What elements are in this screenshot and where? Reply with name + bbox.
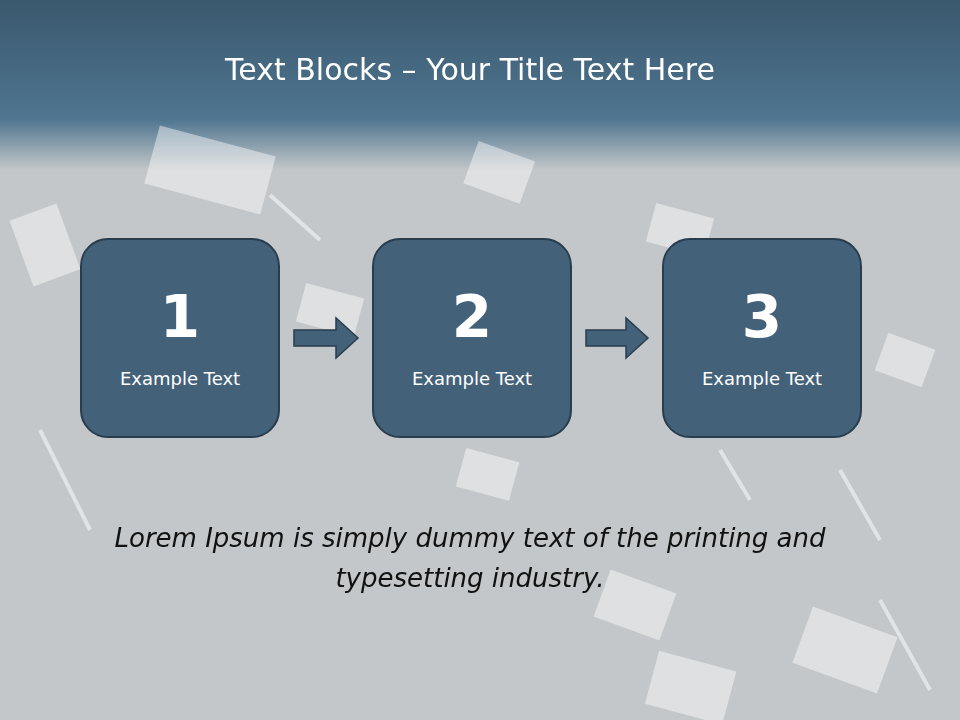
block-arrow bbox=[586, 318, 648, 358]
block-arrow bbox=[294, 318, 358, 358]
step-number: 2 bbox=[452, 288, 492, 346]
step-text: Example Text bbox=[120, 368, 240, 389]
step-box: 3Example Text bbox=[662, 238, 862, 438]
step-number: 1 bbox=[160, 288, 200, 346]
step-box: 2Example Text bbox=[372, 238, 572, 438]
step-number: 3 bbox=[742, 288, 782, 346]
step-text: Example Text bbox=[702, 368, 822, 389]
step-box: 1Example Text bbox=[80, 238, 280, 438]
slide-title: Text Blocks – Your Title Text Here bbox=[0, 52, 940, 87]
caption-text: Lorem Ipsum is simply dummy text of the … bbox=[110, 518, 830, 598]
step-text: Example Text bbox=[412, 368, 532, 389]
